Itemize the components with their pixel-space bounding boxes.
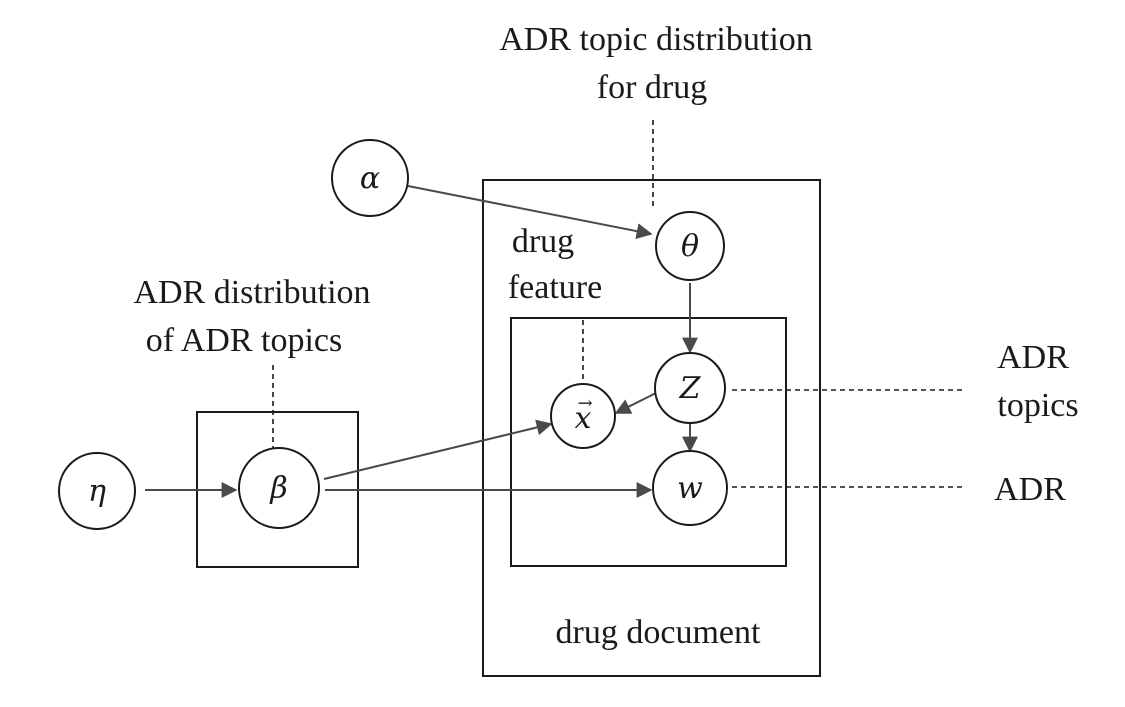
- drug-document-label: drug document: [556, 614, 761, 651]
- edge-z-x: [614, 390, 661, 414]
- node-theta: θ: [655, 211, 725, 281]
- node-z: Z: [654, 352, 726, 424]
- adr-label: ADR: [994, 471, 1066, 508]
- w-symbol: w: [677, 471, 703, 506]
- adr-topics-label-line1: ADR: [997, 339, 1069, 376]
- z-symbol: Z: [679, 371, 702, 406]
- drug-document-plate: [482, 179, 821, 677]
- adr-dist-label-line2: of ADR topics: [146, 322, 342, 359]
- topic-dist-label-line2: for drug: [597, 69, 707, 106]
- drug-feature-label-line2: feature: [508, 269, 602, 306]
- theta-symbol: θ: [681, 229, 699, 264]
- drug-feature-label-line1: drug: [512, 223, 574, 260]
- edge-beta-x: [323, 419, 553, 480]
- beta-symbol: β: [269, 471, 287, 506]
- x-symbol: x: [575, 401, 592, 436]
- node-w: w: [652, 450, 728, 526]
- node-x: x →: [550, 383, 616, 449]
- topic-dist-label-line1: ADR topic distribution: [499, 21, 813, 58]
- x-vector-arrow: →: [577, 393, 592, 414]
- node-beta: β: [238, 447, 320, 529]
- node-alpha: α: [331, 139, 409, 217]
- alpha-symbol: α: [360, 161, 380, 196]
- adr-dist-label-line1: ADR distribution: [133, 274, 370, 311]
- edge-alpha-theta: [407, 185, 653, 240]
- node-eta: η: [58, 452, 136, 530]
- adr-topics-label-line2: topics: [997, 387, 1078, 424]
- adr-inner-plate: [510, 317, 787, 567]
- eta-symbol: η: [88, 474, 106, 509]
